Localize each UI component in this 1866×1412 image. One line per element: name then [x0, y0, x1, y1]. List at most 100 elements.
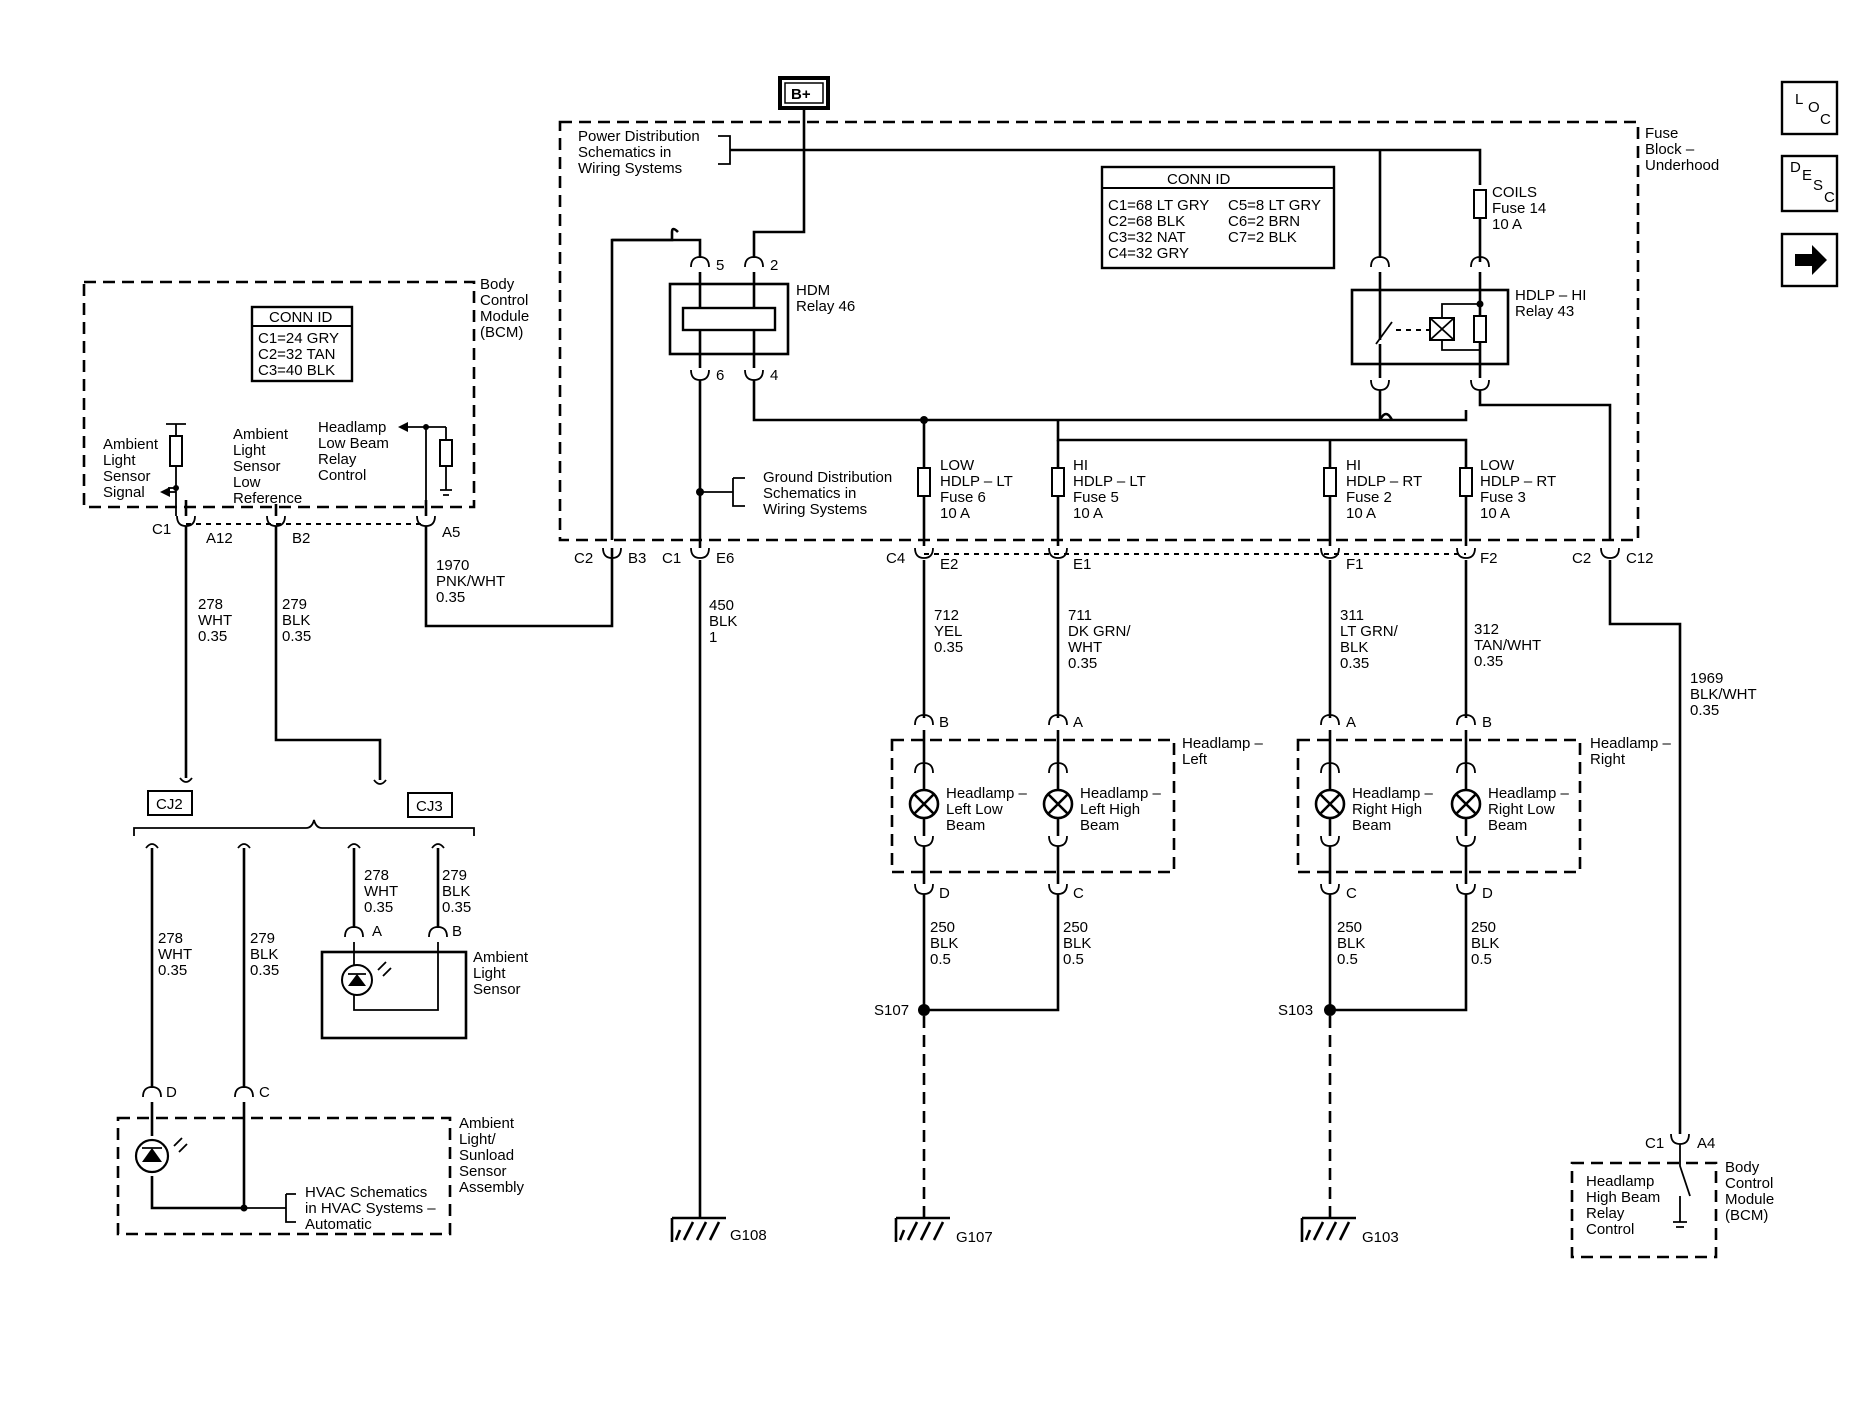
- svg-text:A5: A5: [442, 524, 460, 541]
- svg-text:Fuse 2: Fuse 2: [1346, 489, 1392, 506]
- headlamp-right-lamps: A B Headlamp – Right High Beam Headlamp …: [1314, 714, 1570, 902]
- svg-text:A12: A12: [206, 530, 233, 547]
- svg-text:C1=68 LT GRY: C1=68 LT GRY: [1108, 197, 1209, 214]
- svg-text:B+: B+: [791, 86, 811, 103]
- svg-text:311: 311: [1340, 607, 1364, 624]
- svg-text:Beam: Beam: [946, 817, 985, 834]
- svg-text:B3: B3: [628, 550, 646, 567]
- svg-text:Control: Control: [1586, 1221, 1634, 1238]
- splice-s107: S107: [874, 1002, 930, 1019]
- svg-text:Headlamp: Headlamp: [1586, 1173, 1654, 1190]
- wire-1969: 1969 BLK/WHT 0.35: [1690, 670, 1757, 719]
- svg-text:Fuse 6: Fuse 6: [940, 489, 986, 506]
- svg-text:Relay: Relay: [1586, 1205, 1625, 1222]
- svg-text:250: 250: [930, 919, 955, 936]
- wire-279: 279 BLK 0.35: [282, 596, 311, 645]
- svg-text:Light/: Light/: [459, 1131, 497, 1148]
- wire-311: 311 LT GRN/ BLK 0.35: [1340, 607, 1399, 672]
- svg-text:Control: Control: [480, 292, 528, 309]
- svg-text:4: 4: [770, 367, 778, 384]
- svg-text:0.35: 0.35: [250, 962, 279, 979]
- svg-text:C1=24 GRY: C1=24 GRY: [258, 330, 339, 347]
- svg-text:10 A: 10 A: [1480, 505, 1510, 522]
- wire-1970: 1970 PNK/WHT 0.35: [436, 557, 505, 606]
- headlamp-left-lamps: B A Headlamp – Left Low Beam Headlamp – …: [908, 714, 1162, 902]
- svg-text:0.35: 0.35: [442, 899, 471, 916]
- svg-text:Relay 46: Relay 46: [796, 298, 855, 315]
- loc-button[interactable]: L O C: [1780, 80, 1839, 136]
- svg-text:HDM: HDM: [796, 282, 830, 299]
- svg-text:0.35: 0.35: [1690, 702, 1719, 719]
- svg-text:Right High: Right High: [1352, 801, 1422, 818]
- cj2-label: CJ2: [147, 790, 193, 816]
- svg-text:Light: Light: [473, 965, 506, 982]
- wire-279-cj2: 279 BLK 0.35: [250, 930, 279, 979]
- svg-text:DK GRN/: DK GRN/: [1068, 623, 1131, 640]
- svg-text:(BCM): (BCM): [480, 324, 523, 341]
- svg-text:S: S: [1813, 177, 1823, 194]
- svg-text:C5=8 LT GRY: C5=8 LT GRY: [1228, 197, 1321, 214]
- ground-g107: G107: [894, 1216, 993, 1246]
- next-button[interactable]: [1780, 232, 1839, 288]
- svg-text:Wiring Systems: Wiring Systems: [578, 160, 682, 177]
- svg-text:E6: E6: [716, 550, 734, 567]
- svg-text:A: A: [372, 923, 382, 940]
- desc-button[interactable]: D E S C: [1780, 154, 1839, 213]
- svg-text:C1: C1: [662, 550, 681, 567]
- svg-text:CJ3: CJ3: [416, 798, 443, 815]
- svg-text:HI: HI: [1346, 457, 1361, 474]
- svg-text:C: C: [1820, 111, 1831, 128]
- hdlp-hi-relay-43: HDLP – HI Relay 43: [1350, 256, 1586, 391]
- svg-text:C12: C12: [1626, 550, 1654, 567]
- headlamp-right-label: Headlamp – Right: [1590, 735, 1672, 768]
- svg-text:Module: Module: [480, 308, 529, 325]
- wire-278-cj3: 278 WHT 0.35: [364, 867, 398, 916]
- svg-text:Control: Control: [1725, 1175, 1773, 1192]
- svg-text:F2: F2: [1480, 550, 1498, 567]
- svg-text:0.35: 0.35: [1068, 655, 1097, 672]
- svg-text:Headlamp –: Headlamp –: [1590, 735, 1672, 752]
- svg-text:C: C: [1346, 885, 1357, 902]
- svg-text:0.5: 0.5: [1063, 951, 1084, 968]
- svg-text:Headlamp –: Headlamp –: [1352, 785, 1434, 802]
- svg-text:0.35: 0.35: [436, 589, 465, 606]
- coils-fuse: COILS Fuse 14 10 A: [1473, 184, 1546, 262]
- svg-text:10 A: 10 A: [1346, 505, 1376, 522]
- svg-text:0.35: 0.35: [1340, 655, 1369, 672]
- wire-250-left-low: 250 BLK 0.5: [930, 919, 958, 968]
- svg-text:B: B: [939, 714, 949, 731]
- svg-text:B: B: [452, 923, 462, 940]
- fuse-low-hdlp-lt: LOW HDLP – LT Fuse 6 10 A: [917, 457, 1013, 522]
- svg-text:B: B: [1482, 714, 1492, 731]
- wire-279-cj3: 279 BLK 0.35: [442, 867, 471, 916]
- svg-text:Body: Body: [480, 276, 515, 293]
- svg-text:CONN ID: CONN ID: [269, 309, 333, 326]
- svg-text:CJ2: CJ2: [156, 796, 183, 813]
- svg-text:C4=32 GRY: C4=32 GRY: [1108, 245, 1189, 262]
- svg-text:450: 450: [709, 597, 734, 614]
- svg-text:BLK: BLK: [282, 612, 310, 629]
- svg-text:279: 279: [250, 930, 275, 947]
- ground-distribution-note: Ground Distribution Schematics in Wiring…: [763, 469, 892, 518]
- svg-text:278: 278: [364, 867, 389, 884]
- svg-text:Power Distribution: Power Distribution: [578, 128, 700, 145]
- sunload-assembly: D C HVAC Schematics in HVAC Systems – Au…: [134, 1084, 525, 1233]
- svg-text:Schematics in: Schematics in: [578, 144, 671, 161]
- svg-text:HDLP – RT: HDLP – RT: [1346, 473, 1422, 490]
- svg-text:Schematics in: Schematics in: [763, 485, 856, 502]
- svg-text:C2: C2: [1572, 550, 1591, 567]
- svg-text:PNK/WHT: PNK/WHT: [436, 573, 505, 590]
- svg-text:(BCM): (BCM): [1725, 1207, 1768, 1224]
- svg-text:HI: HI: [1073, 457, 1088, 474]
- fuse-block-boundary: [558, 120, 1640, 542]
- svg-text:Sensor: Sensor: [459, 1163, 507, 1180]
- fuse-block-connectors: C2 B3 C1 E6 C4 E2 E1 F1 F2 C2 C12: [574, 547, 1654, 573]
- svg-text:Ambient: Ambient: [473, 949, 529, 966]
- svg-text:BLK/WHT: BLK/WHT: [1690, 686, 1757, 703]
- svg-text:250: 250: [1337, 919, 1362, 936]
- svg-text:LOW: LOW: [940, 457, 975, 474]
- svg-text:711: 711: [1068, 607, 1092, 624]
- svg-text:10 A: 10 A: [1073, 505, 1103, 522]
- svg-text:LOW: LOW: [1480, 457, 1515, 474]
